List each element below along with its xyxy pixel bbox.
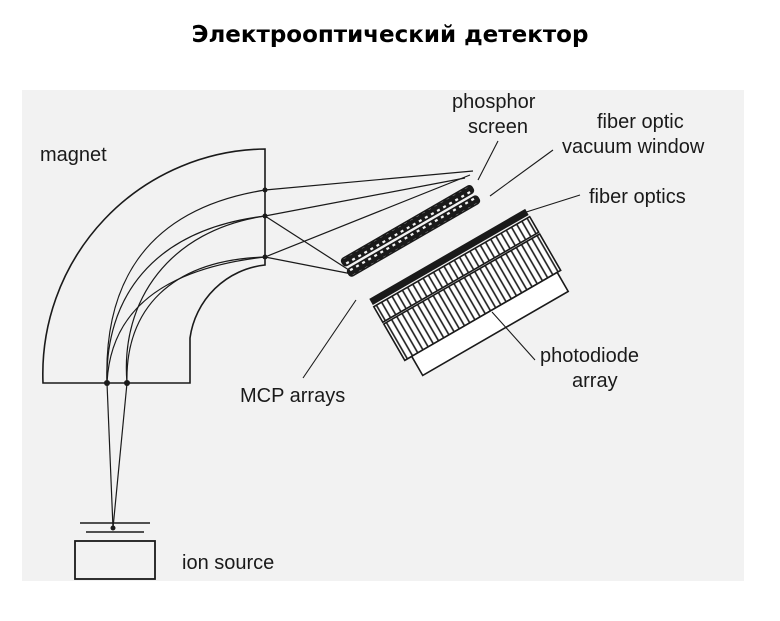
fiber-optics-label: fiber optics (589, 186, 686, 208)
magnet-body (42, 148, 266, 384)
mcp-arrays (340, 185, 481, 277)
beam-nodes (104, 187, 268, 531)
phosphor-screen (369, 208, 529, 305)
photodiode-array (410, 271, 570, 377)
mcp-label: MCP arrays (240, 385, 345, 407)
photodiode-label-line2: array (572, 370, 618, 392)
magnet-label: magnet (40, 144, 107, 166)
fiber-optic-vacuum-window (372, 215, 540, 324)
diagram-panel (22, 90, 744, 581)
fiber-window-label-line1: fiber optic (597, 111, 684, 133)
photodiode-label-line1: photodiode (540, 345, 639, 367)
leader-lines (302, 140, 581, 379)
detector-stack (369, 208, 570, 377)
ion-beams (106, 170, 474, 529)
ion-source-box (74, 540, 156, 580)
ion-source-label: ion source (182, 552, 274, 574)
page-title: Электрооптический детектор (191, 22, 589, 48)
fiber-window-label-line2: vacuum window (562, 136, 705, 158)
phosphor-label-line1: phosphor (452, 91, 536, 113)
phosphor-label-line2: screen (468, 116, 528, 138)
